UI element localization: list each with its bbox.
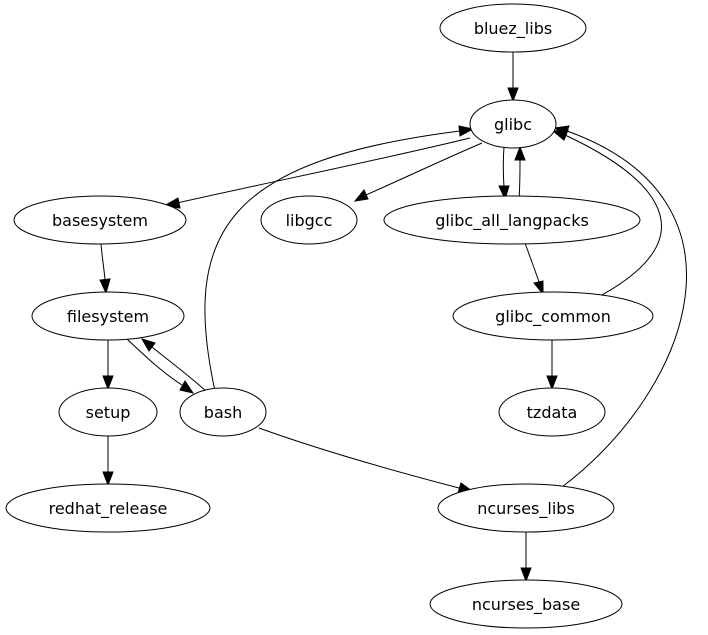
edge-glibc-all-langpacks-to-glibc-common <box>524 242 544 296</box>
node-label: libgcc <box>286 211 333 230</box>
edge-glibc-common-to-tzdata <box>546 340 558 391</box>
edge-basesystem-to-filesystem <box>99 243 111 295</box>
node-libgcc[interactable]: libgcc <box>260 195 358 245</box>
node-label: setup <box>86 403 131 422</box>
node-ellipse <box>498 387 606 437</box>
node-label: bluez_libs <box>474 19 552 39</box>
node-bluez_libs[interactable]: bluez_libs <box>439 3 587 53</box>
node-label: filesystem <box>67 307 149 326</box>
node-ellipse <box>437 483 615 533</box>
edge-bash-to-filesystem <box>140 338 207 392</box>
edge-glibc-to-glibc-all-langpacks <box>498 146 510 201</box>
edge-bash-to-ncurses-libs <box>258 427 474 494</box>
edge-filesystem-to-bash <box>126 338 195 394</box>
node-bash[interactable]: bash <box>179 387 267 437</box>
node-ellipse <box>179 387 267 437</box>
node-basesystem[interactable]: basesystem <box>13 195 187 245</box>
node-ellipse <box>429 579 623 629</box>
node-glibc_all_langpacks[interactable]: glibc_all_langpacks <box>383 195 641 245</box>
edge-bash-to-glibc <box>204 125 475 392</box>
nodes: bluez_libs glibc basesystem libgcc glibc… <box>5 3 654 629</box>
node-glibc[interactable]: glibc <box>469 99 557 149</box>
node-label: tzdata <box>527 403 578 422</box>
node-ellipse <box>469 99 557 149</box>
edge-ncurses-libs-to-ncurses-base <box>520 532 532 583</box>
node-ellipse <box>5 483 211 533</box>
edge-ncurses-libs-to-glibc <box>553 125 687 488</box>
node-ncurses_libs[interactable]: ncurses_libs <box>437 483 615 533</box>
node-ellipse <box>439 3 587 53</box>
edge-glibc-all-langpacks-to-glibc <box>514 145 526 200</box>
node-redhat_release[interactable]: redhat_release <box>5 483 211 533</box>
node-ellipse <box>58 387 158 437</box>
node-ellipse <box>31 291 185 341</box>
node-ellipse <box>260 195 358 245</box>
node-ncurses_base[interactable]: ncurses_base <box>429 579 623 629</box>
edge-glibc-to-libgcc <box>353 142 483 202</box>
node-tzdata[interactable]: tzdata <box>498 387 606 437</box>
node-label: ncurses_base <box>472 595 580 615</box>
node-label: redhat_release <box>49 499 168 519</box>
node-label: ncurses_libs <box>477 499 575 519</box>
node-label: bash <box>204 403 242 422</box>
node-glibc_common[interactable]: glibc_common <box>452 291 654 341</box>
edge-bluez_libs-to-glibc <box>507 52 519 103</box>
node-label: glibc_common <box>495 307 611 327</box>
node-setup[interactable]: setup <box>58 387 158 437</box>
edge-setup-to-redhat-release <box>102 436 114 487</box>
node-label: glibc_all_langpacks <box>435 211 589 231</box>
node-ellipse <box>452 291 654 341</box>
node-filesystem[interactable]: filesystem <box>31 291 185 341</box>
node-ellipse <box>383 195 641 245</box>
edges <box>99 52 687 583</box>
node-ellipse <box>13 195 187 245</box>
edge-filesystem-to-setup <box>102 340 114 391</box>
node-label: basesystem <box>52 211 148 230</box>
node-label: glibc <box>494 115 532 134</box>
